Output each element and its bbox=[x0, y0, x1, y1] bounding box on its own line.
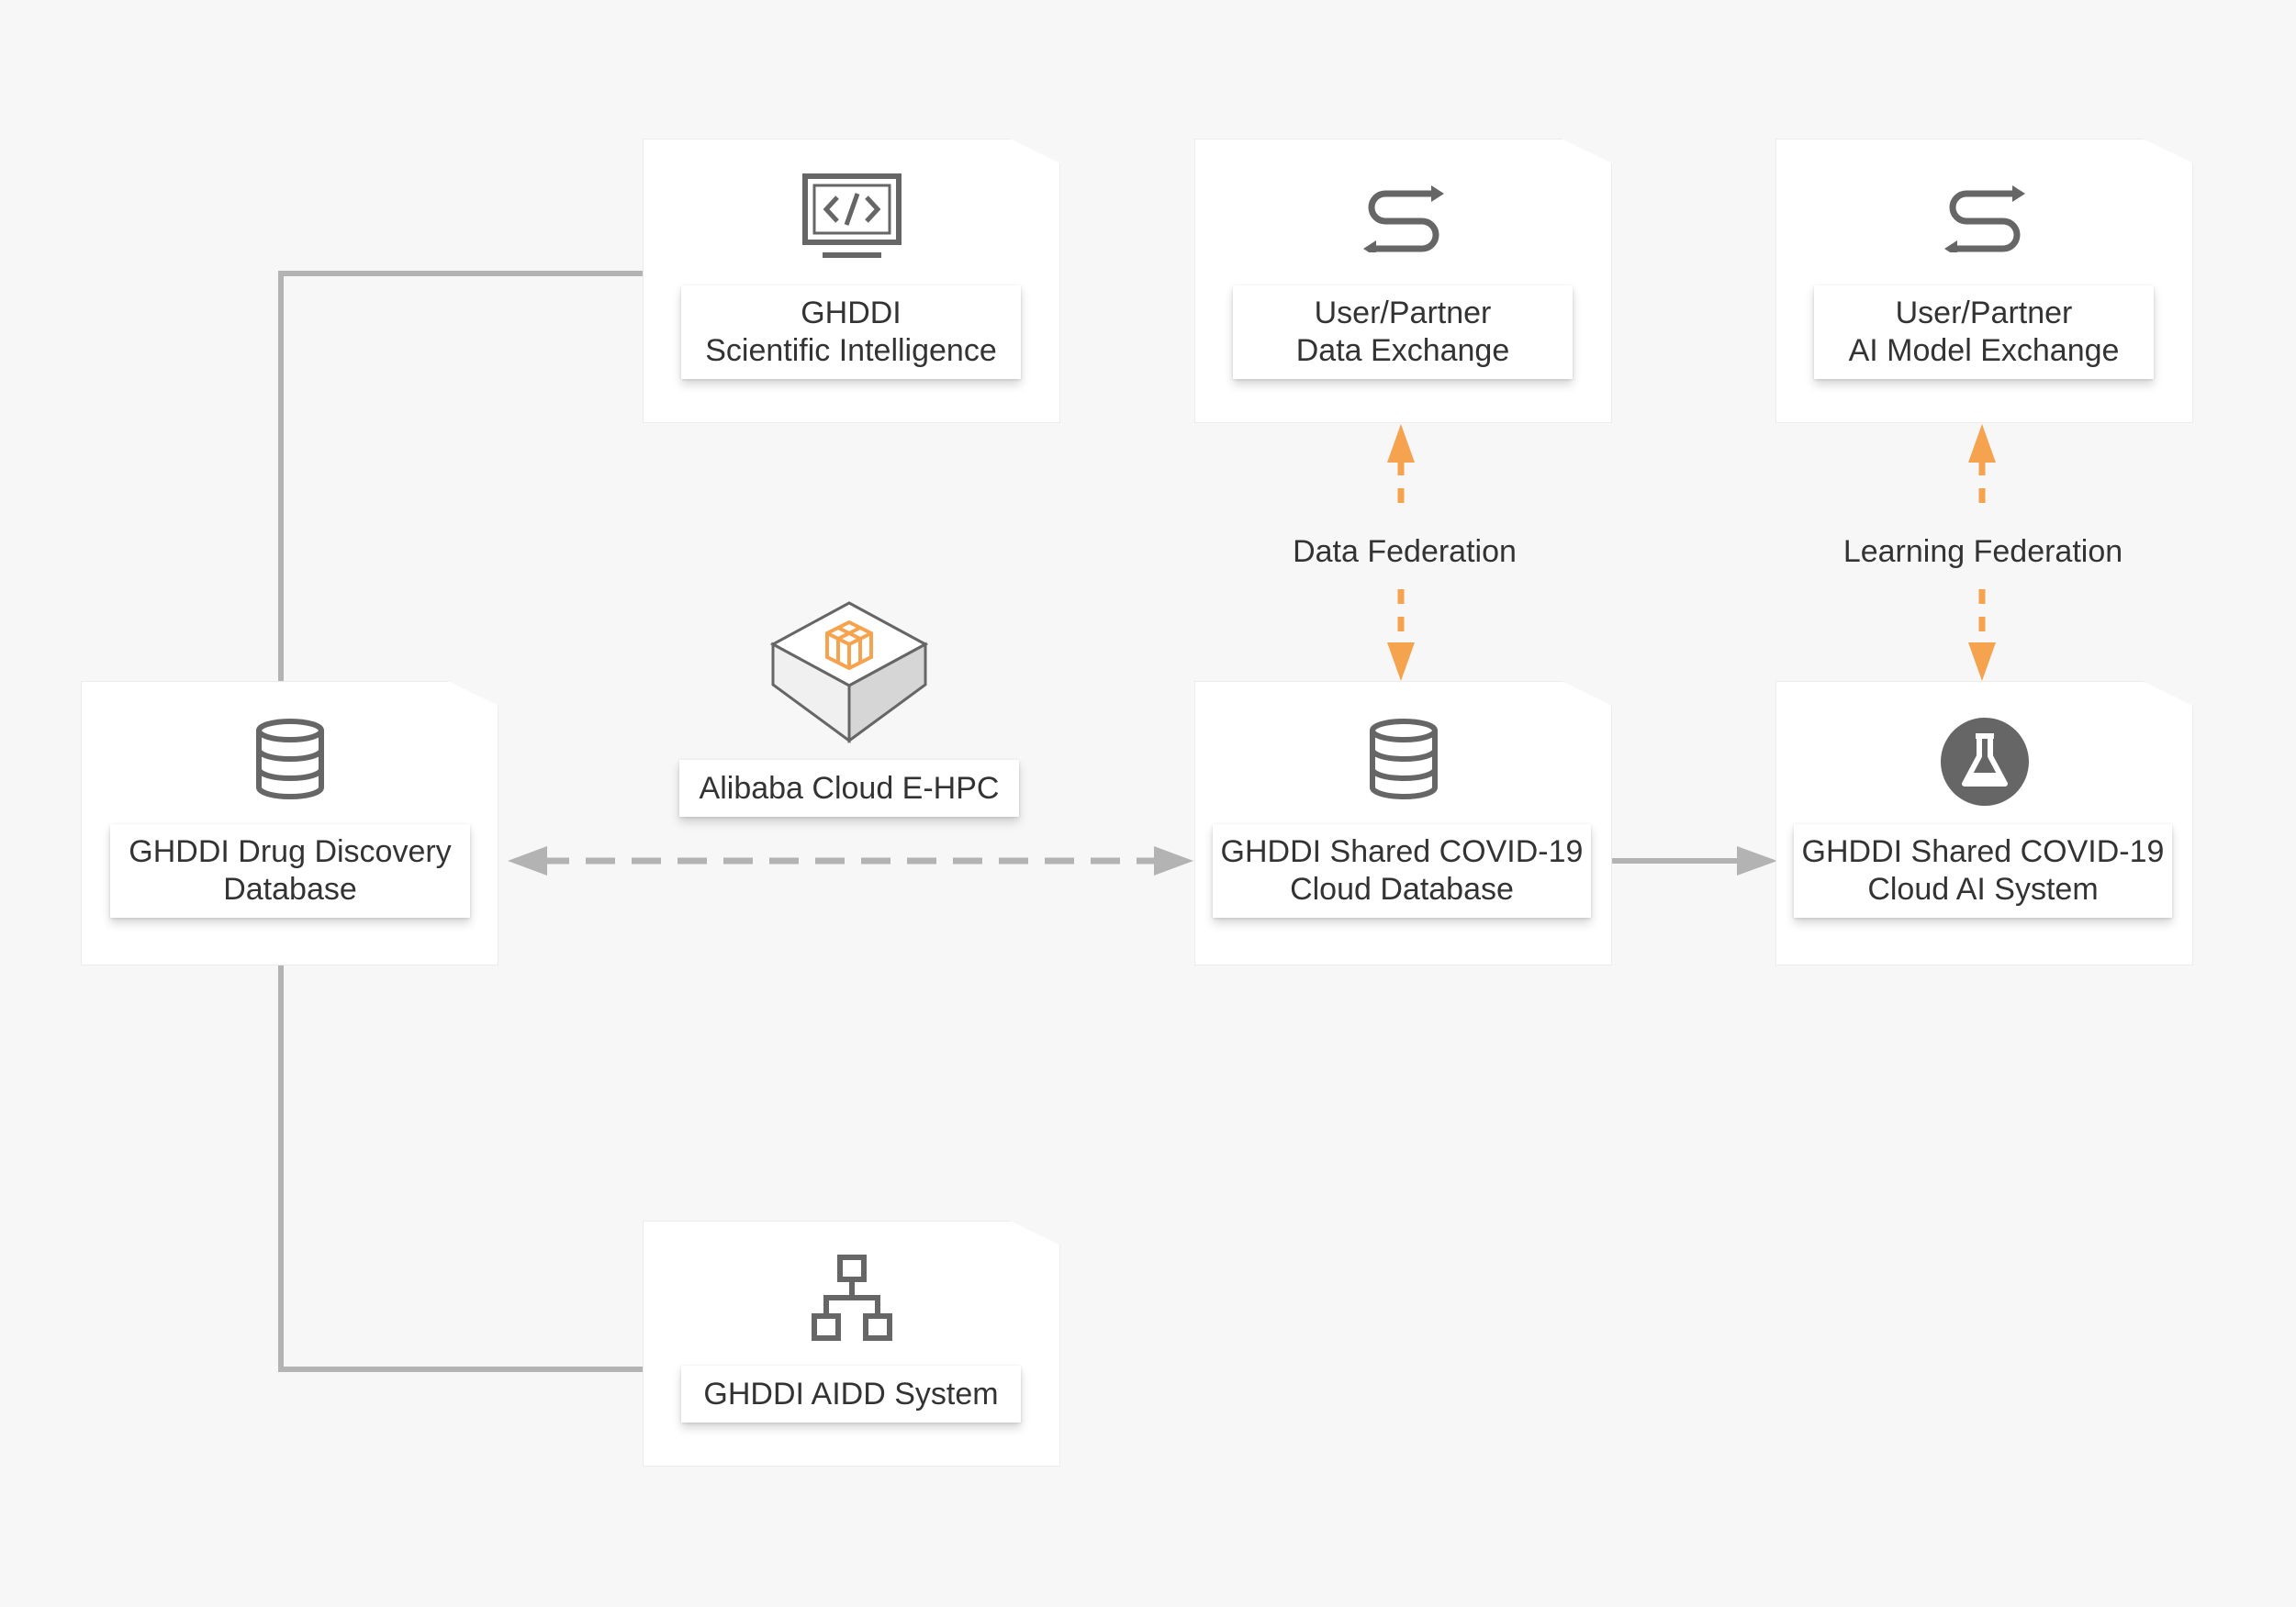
arrowhead-left bbox=[508, 846, 547, 876]
card bbox=[643, 1221, 1060, 1467]
arrowhead-right bbox=[1154, 846, 1193, 876]
data-federation-arrow-up bbox=[1387, 424, 1415, 463]
data-federation-arrow-down bbox=[1387, 642, 1415, 681]
connector-db-to-aidd-system bbox=[278, 965, 643, 1372]
learning-federation-arrow-down bbox=[1968, 642, 1996, 681]
node-aidd-system: GHDDI AIDD System bbox=[643, 1221, 1060, 1467]
flask-icon bbox=[1940, 718, 2029, 806]
exchange-arrows-icon bbox=[1943, 185, 2025, 252]
card bbox=[1775, 139, 2193, 423]
node-label: User/Partner AI Model Exchange bbox=[1814, 285, 2154, 379]
node-label: GHDDI Scientific Intelligence bbox=[681, 285, 1021, 379]
hierarchy-icon bbox=[811, 1255, 892, 1341]
hpc-label: Alibaba Cloud E-HPC bbox=[679, 760, 1019, 817]
learning-federation-arrow-up bbox=[1968, 424, 1996, 463]
node-scientific-intelligence: GHDDI Scientific Intelligence bbox=[643, 139, 1060, 423]
e-hpc-cube-icon bbox=[770, 601, 928, 743]
learning-federation-label: Learning Federation bbox=[1842, 534, 2123, 569]
node-model-exchange: User/Partner AI Model Exchange bbox=[1775, 139, 2193, 423]
node-label: User/Partner Data Exchange bbox=[1233, 285, 1573, 379]
database-icon bbox=[1369, 719, 1438, 799]
node-label: GHDDI Drug Discovery Database bbox=[110, 824, 470, 918]
card bbox=[1194, 139, 1612, 423]
exchange-arrows-icon bbox=[1362, 185, 1444, 252]
node-data-exchange: User/Partner Data Exchange bbox=[1194, 139, 1612, 423]
connector-db-to-scientific-intelligence bbox=[278, 271, 643, 681]
node-label: GHDDI AIDD System bbox=[681, 1366, 1021, 1423]
database-icon bbox=[255, 719, 324, 799]
code-monitor-icon bbox=[801, 173, 902, 258]
card bbox=[81, 681, 498, 965]
node-alibaba-cloud-e-hpc: Alibaba Cloud E-HPC bbox=[679, 597, 1019, 826]
node-label: GHDDI Shared COVID-19 Cloud AI System bbox=[1794, 824, 2172, 918]
node-covid-ai-system: GHDDI Shared COVID-19 Cloud AI System bbox=[1775, 681, 2193, 965]
arrowhead-ai bbox=[1737, 846, 1777, 876]
node-drug-discovery-database: GHDDI Drug Discovery Database bbox=[81, 681, 498, 965]
node-covid-cloud-database: GHDDI Shared COVID-19 Cloud Database bbox=[1194, 681, 1612, 965]
node-label: GHDDI Shared COVID-19 Cloud Database bbox=[1213, 824, 1591, 918]
data-federation-label: Data Federation bbox=[1293, 534, 1517, 569]
card bbox=[1194, 681, 1612, 965]
